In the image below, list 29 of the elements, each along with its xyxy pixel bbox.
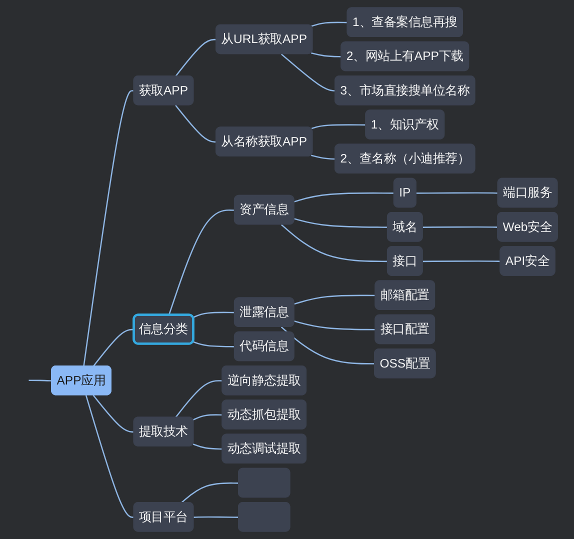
connector bbox=[310, 124, 366, 130]
connector bbox=[192, 444, 223, 450]
connector bbox=[192, 312, 235, 318]
connector bbox=[280, 54, 336, 92]
connector bbox=[180, 482, 239, 504]
connector bbox=[311, 52, 342, 58]
connector bbox=[85, 395, 134, 518]
connector bbox=[416, 192, 498, 194]
connector bbox=[194, 516, 239, 518]
connector bbox=[192, 341, 235, 348]
connector bbox=[175, 104, 216, 143]
connector bbox=[310, 22, 348, 27]
connector bbox=[294, 320, 376, 330]
connector bbox=[28, 380, 52, 382]
connector bbox=[168, 210, 235, 316]
connector bbox=[294, 294, 376, 305]
connector bbox=[294, 218, 388, 228]
connector bbox=[92, 328, 134, 367]
connector bbox=[175, 38, 216, 77]
connector bbox=[422, 226, 498, 228]
connector bbox=[175, 380, 223, 418]
connector bbox=[294, 192, 394, 202]
connector bbox=[280, 224, 388, 262]
connector bbox=[422, 260, 501, 262]
connector bbox=[280, 326, 375, 364]
connector bbox=[83, 90, 134, 366]
connector bbox=[92, 394, 134, 433]
connector bbox=[192, 414, 223, 420]
connector bbox=[311, 154, 336, 160]
